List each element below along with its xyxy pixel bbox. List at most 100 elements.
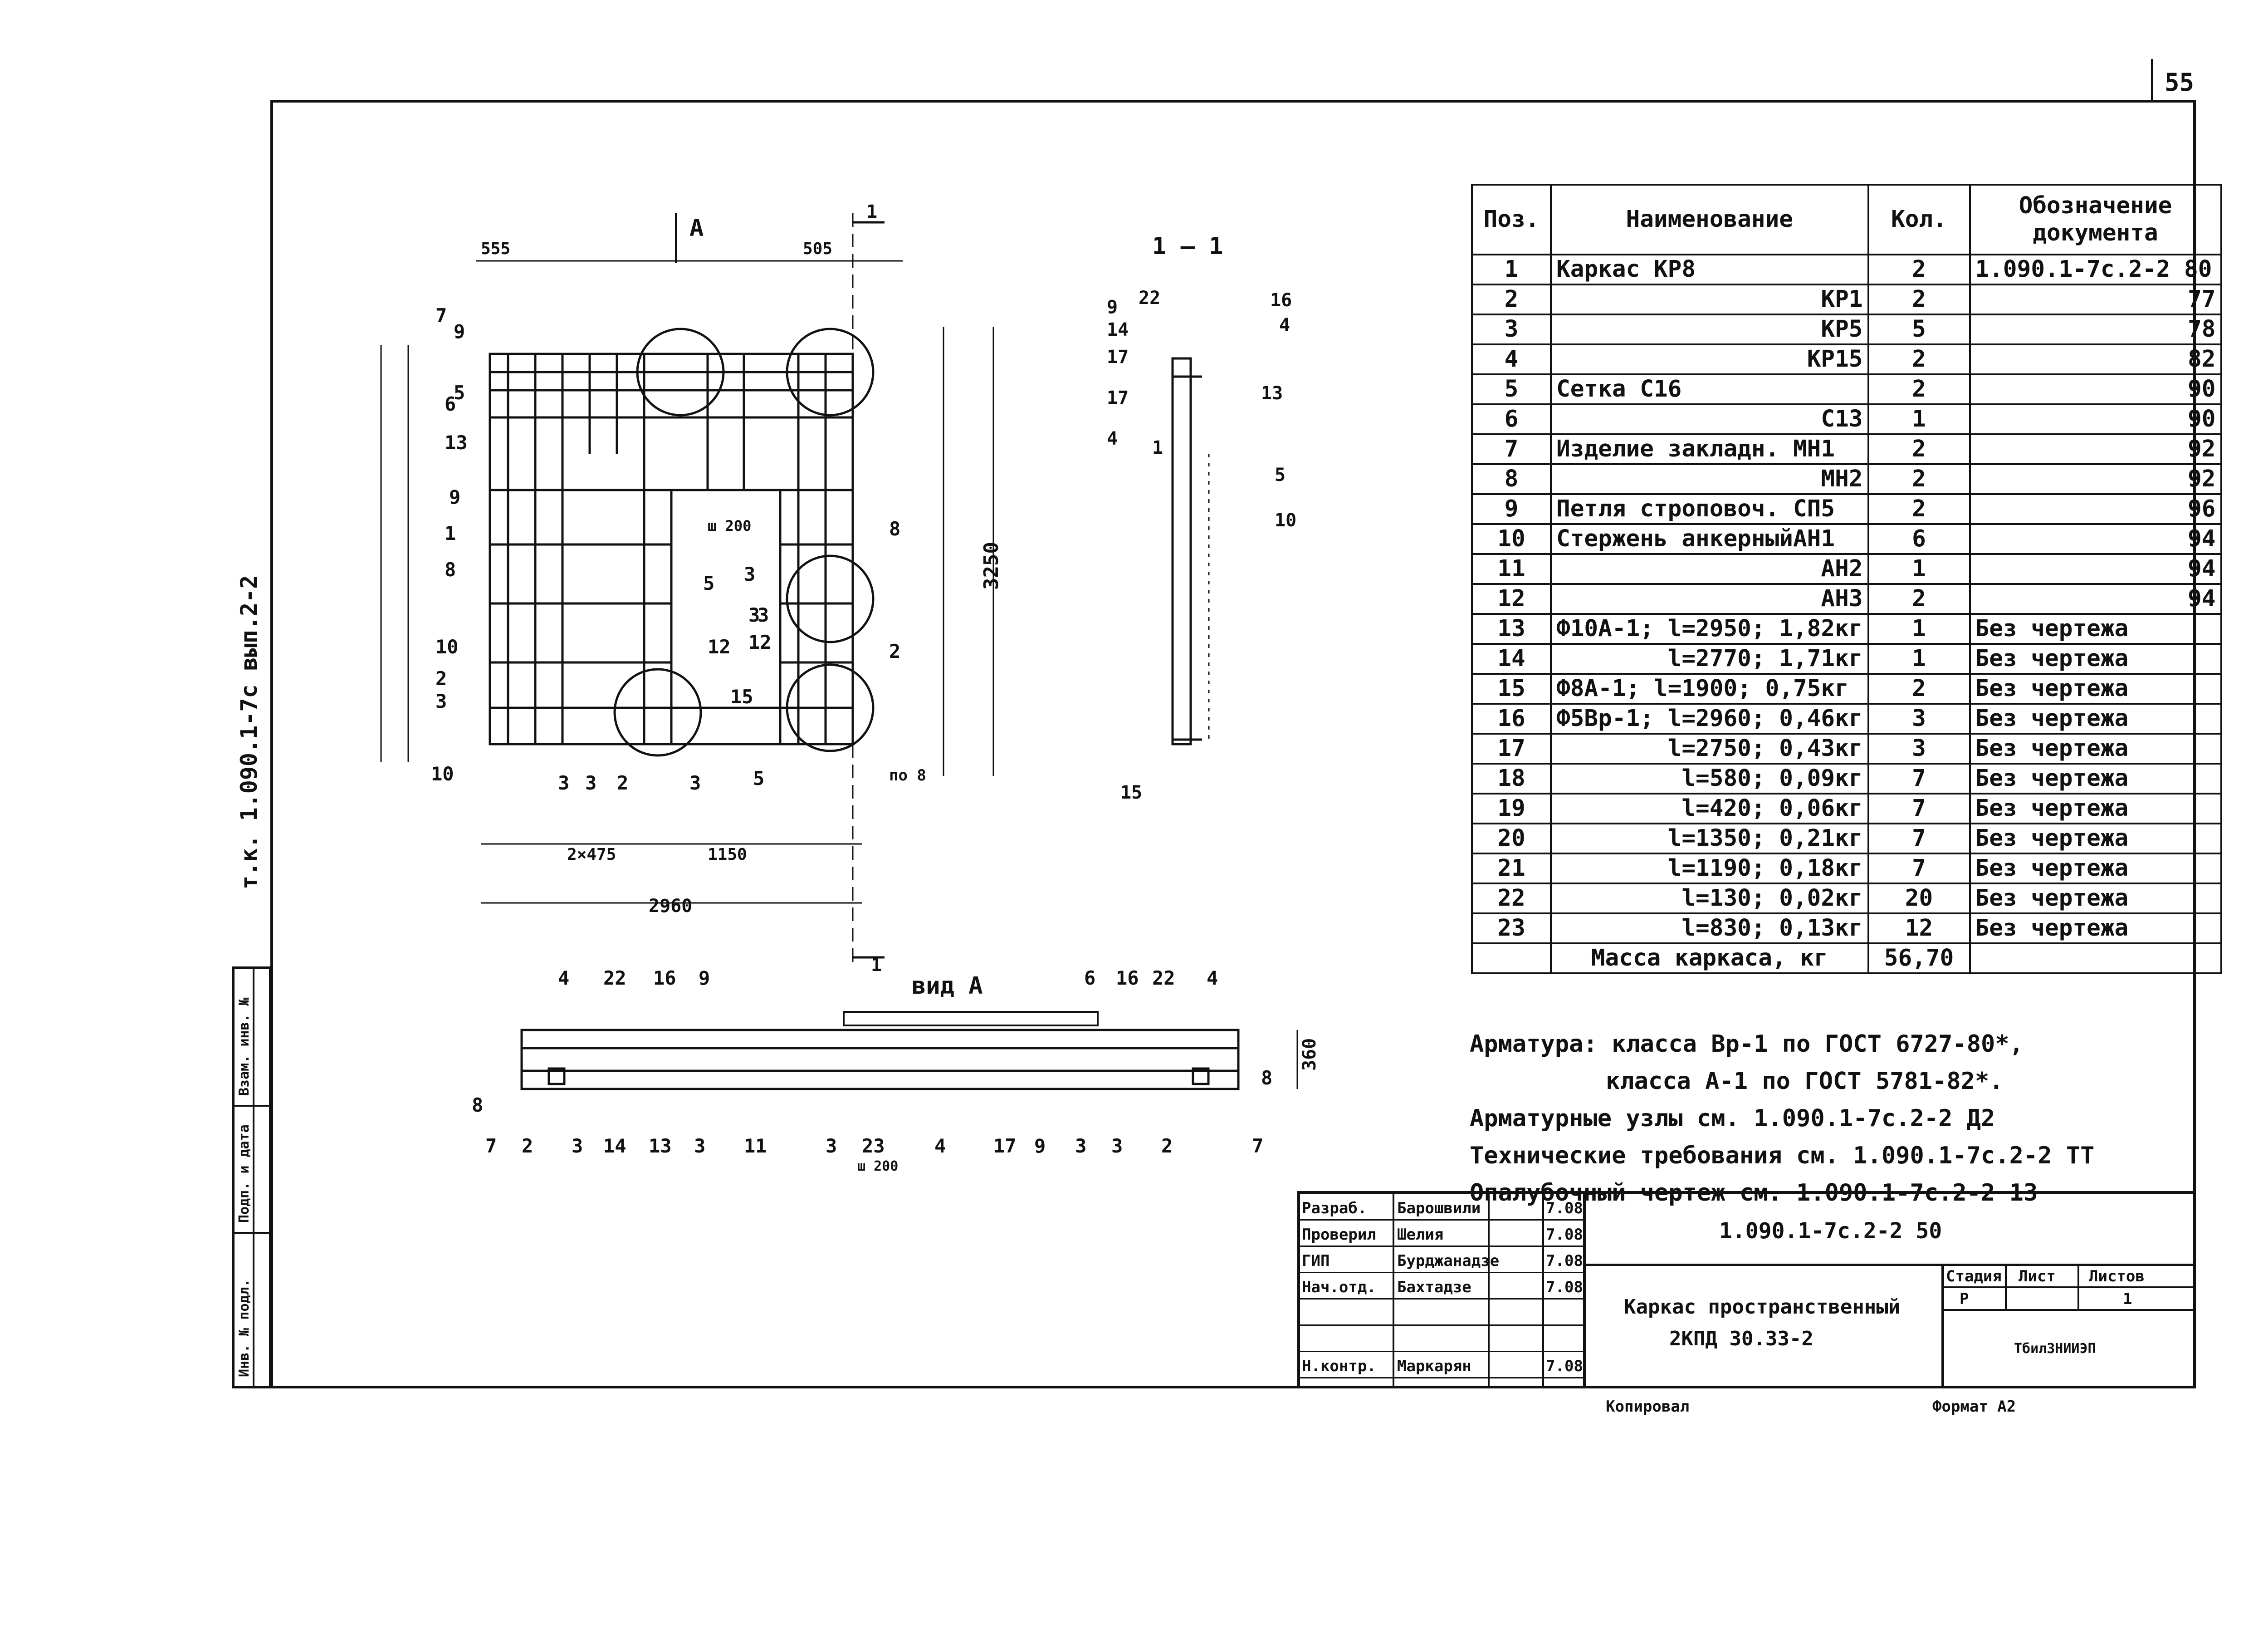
plan-callout: 2 [889,640,900,662]
view-a-callout-bottom: 13 [649,1135,672,1157]
view-a-callout-bottom: 3 [1075,1135,1086,1157]
dim-po8: по 8 [889,766,926,785]
notes-block: Арматура: класса Вр-1 по ГОСТ 6727-80*,к… [1470,1025,2095,1211]
spec-name: АН2 [1550,553,1869,585]
spec-pos: 21 [1471,853,1552,884]
plan-callout: 6 [445,393,456,415]
spec-name: l=2770; 1,71кг [1550,643,1869,675]
view-a-callout-bottom: 11 [744,1135,767,1157]
spec-qty: 2 [1867,463,1971,495]
spec-doc: Без чертежа [1969,912,2222,944]
section-callout: 1 [1152,437,1163,458]
section-callout: 16 [1270,290,1292,311]
section-callout: 14 [1107,319,1129,340]
spec-header-doc: Обозначение документа [1969,184,2222,255]
spec-qty: 7 [1867,793,1971,824]
mass-row: Масса каркаса, кг 56,70 [1471,942,2222,974]
section-callout: 17 [1107,387,1129,408]
spec-qty: 1 [1867,403,1971,435]
section-callout: 5 [1275,465,1286,485]
footer-format: Формат А2 [1932,1398,2016,1416]
view-a-callout-bottom: 2 [1161,1135,1173,1157]
plan-callout: 8 [889,518,900,540]
tb-date: 7.08 [1546,1199,1583,1217]
spec-qty: 1 [1867,643,1971,675]
spec-doc: Без чертежа [1969,793,2222,824]
spec-pos: 15 [1471,673,1552,705]
tb-name: Шелия [1397,1226,1444,1244]
dim-2x475: 2×475 [567,845,616,864]
section-outline [1171,357,1192,745]
spec-pos: 19 [1471,793,1552,824]
spec-name: АН3 [1550,583,1869,615]
plan-callout: 5 [454,382,465,404]
spec-name: КР5 [1550,314,1869,345]
plan-callout: 12 [708,636,731,658]
tb-role: ГИП [1302,1252,1330,1270]
sheets-value: 1 [2123,1290,2132,1308]
view-a-callout-bottom: 3 [1111,1135,1123,1157]
spec-pos: 7 [1471,433,1552,465]
spec-qty: 20 [1867,883,1971,914]
section-title: 1 – 1 [1152,233,1223,260]
note-line-3: Арматурные узлы см. 1.090.1-7с.2-2 Д2 [1470,1105,1995,1132]
plan-callout: 3 [585,772,596,794]
section-callout: 17 [1107,347,1129,368]
spec-qty: 2 [1867,254,1971,285]
spec-name: КР1 [1550,284,1869,315]
spec-pos: 12 [1471,583,1552,615]
dim-555: 555 [481,240,510,258]
spec-doc: 92 [1969,433,2222,465]
plan-callout: 13 [445,432,468,454]
tb-date: 7.08 [1546,1278,1583,1296]
mass-value: 56,70 [1867,942,1971,974]
plan-callout: 3 [744,563,755,585]
spec-doc: 78 [1969,314,2222,345]
tb-role: Проверил [1302,1226,1376,1244]
spec-doc: 77 [1969,284,2222,315]
spec-name: С13 [1550,403,1869,435]
section-callout: 15 [1120,782,1142,803]
view-a-callout-bottom: 3 [572,1135,583,1157]
spec-name: Сетка С16 [1550,373,1869,405]
spec-header-pos: Поз. [1471,184,1552,255]
spec-qty: 1 [1867,553,1971,585]
spec-doc: Без чертежа [1969,673,2222,705]
spec-qty: 2 [1867,343,1971,375]
spec-pos: 20 [1471,823,1552,854]
spec-qty: 7 [1867,853,1971,884]
spec-qty: 2 [1867,373,1971,405]
spec-doc: Без чертежа [1969,613,2222,645]
plan-callout: 9 [449,486,460,508]
doc-code: 1.090.1-7с.2-2 50 [1719,1218,1942,1244]
sheet-label: Лист [2019,1267,2056,1285]
plan-callout: 7 [435,304,447,327]
spec-qty: 7 [1867,823,1971,854]
plan-callout: 8 [445,559,456,581]
specification-table: Поз. Наименование Кол. Обозначение докум… [1471,184,2222,974]
view-a-callout-bottom: 17 [993,1135,1017,1157]
plan-callout: 10 [431,763,454,785]
title-line-1: Каркас пространственный [1624,1295,1901,1319]
view-a-callout-bottom: 4 [934,1135,946,1157]
spec-doc: Без чертежа [1969,733,2222,765]
spec-qty: 3 [1867,703,1971,735]
view-a-callout-bottom: 9 [1034,1135,1046,1157]
title-line-2: 2КПД 30.33-2 [1669,1327,1813,1350]
plan-callout: 2 [435,667,447,690]
spec-name: Ф8А-1; l=1900; 0,75кг [1550,673,1869,705]
note-line-2: класса А-1 по ГОСТ 5781-82*. [1606,1068,2004,1095]
spec-doc: 90 [1969,403,2222,435]
mass-label: Масса каркаса, кг [1550,942,1869,974]
spec-name: l=130; 0,02кг [1550,883,1869,914]
